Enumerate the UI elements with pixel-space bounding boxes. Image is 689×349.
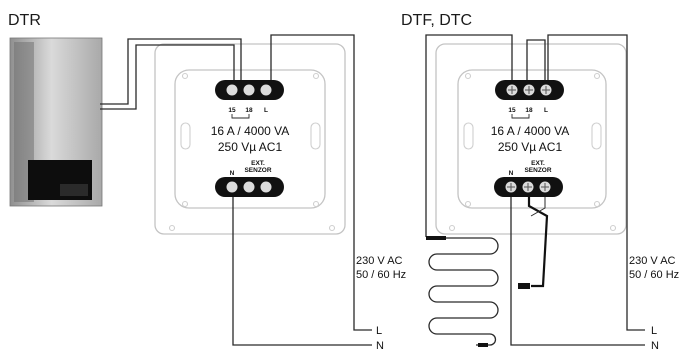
- floor-sensor: [518, 192, 549, 289]
- title-dtf-dtc: DTF, DTC: [401, 12, 472, 29]
- dtf-terminal-n: N: [509, 170, 514, 177]
- title-dtr: DTR: [8, 12, 41, 29]
- dtr-terminal-block-bottom: [215, 177, 284, 197]
- dtr-terminal-block-top: [215, 80, 284, 100]
- dtr-supply-voltage: 230 V AC: [356, 255, 403, 267]
- dtr-terminal-18: 18: [245, 107, 253, 114]
- dtf-terminal-block-bottom: [494, 177, 563, 197]
- dtf-terminal-block-top: [495, 80, 564, 100]
- dtf-wiring: [425, 34, 645, 346]
- dtr-terminal-15: 15: [228, 107, 236, 114]
- dtf-spec-voltage: 250 Vµ AC1: [498, 140, 563, 154]
- dtr-supply-l: L: [376, 325, 382, 337]
- dtf-supply-n: N: [651, 340, 659, 349]
- dtf-supply-voltage: 230 V AC: [629, 255, 676, 267]
- dtr-supply-n: N: [376, 340, 384, 349]
- dtr-terminal-senzor: SENZOR: [244, 167, 271, 174]
- dtf-spec-power: 16 A / 4000 VA: [491, 124, 570, 138]
- dtf-terminal-l: L: [544, 107, 548, 114]
- dtr-mounting-frame: [154, 43, 346, 235]
- dtr-terminal-l: L: [264, 107, 268, 114]
- dtr-terminal-ext: EXT.: [251, 160, 265, 167]
- dtr-wiring: [100, 34, 372, 346]
- dtf-terminal-senzor: SENZOR: [524, 167, 551, 174]
- dtf-mounting-frame: [435, 43, 627, 235]
- floor-heating-coil: [426, 236, 499, 347]
- dtr-spec-voltage: 250 Vµ AC1: [218, 140, 283, 154]
- dtr-supply-frequency: 50 / 60 Hz: [356, 269, 406, 281]
- dtf-terminal-15: 15: [508, 107, 516, 114]
- dtf-supply-frequency: 50 / 60 Hz: [629, 269, 679, 281]
- dtf-terminal-18: 18: [525, 107, 533, 114]
- dtf-terminal-ext: EXT.: [531, 160, 545, 167]
- dtr-terminal-n: N: [230, 170, 235, 177]
- dtf-supply-l: L: [651, 325, 657, 337]
- dtr-spec-power: 16 A / 4000 VA: [211, 124, 290, 138]
- dtr-thermostat-device: [9, 37, 103, 207]
